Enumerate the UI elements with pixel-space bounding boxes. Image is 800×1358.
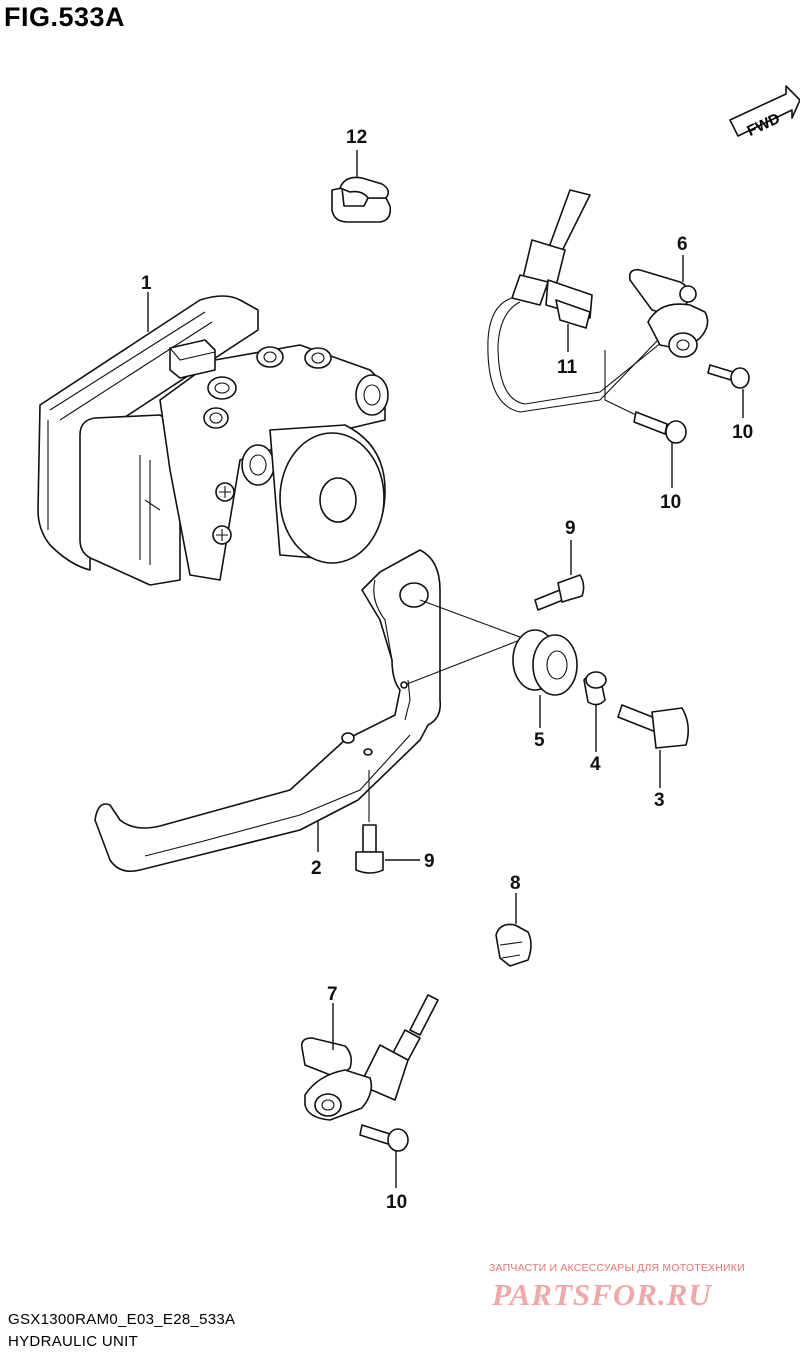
callout-7: 7 — [327, 984, 338, 1005]
callout-10-right: 10 — [732, 422, 753, 443]
callout-4: 4 — [590, 754, 601, 775]
spacer-4 — [583, 671, 607, 706]
callout-2: 2 — [311, 858, 322, 879]
clamp-12 — [331, 176, 392, 223]
bolt-10-lower — [359, 1124, 409, 1152]
bolt-10-upper-left — [633, 411, 687, 444]
bolt-9-upper — [534, 574, 585, 611]
callout-9-lower: 9 — [424, 851, 435, 872]
bolt-9-lower — [355, 824, 384, 874]
bracket-2 — [94, 549, 442, 873]
bolt-10-upper-right — [707, 364, 750, 389]
callout-1: 1 — [141, 273, 152, 294]
callout-8: 8 — [510, 873, 521, 894]
bolt-3 — [617, 704, 690, 749]
callout-6: 6 — [677, 234, 688, 255]
front-sensor-7 — [300, 994, 439, 1121]
figure-title: FIG.533A — [4, 2, 126, 32]
cushion-5 — [512, 629, 578, 696]
fwd-arrow-icon: FWD — [729, 85, 800, 140]
callout-9-upper: 9 — [565, 518, 576, 539]
figure-model-code: GSX1300RAM0_E03_E28_533A — [8, 1311, 236, 1328]
clamp-8 — [495, 923, 532, 967]
watermark-tagline: ЗАПЧАСТИ И АКСЕССУАРЫ ДЛЯ МОТОТЕХНИКИ — [489, 1262, 745, 1274]
callout-10-lower: 10 — [386, 1192, 407, 1213]
watermark-logo: PARTSFOR.RU — [492, 1277, 712, 1312]
callout-3: 3 — [654, 790, 665, 811]
callout-5: 5 — [534, 730, 545, 751]
figure-name: HYDRAULIC UNIT — [8, 1333, 139, 1350]
rear-sensor-6 — [487, 189, 709, 413]
callout-10-mid: 10 — [660, 492, 681, 513]
callout-12: 12 — [346, 127, 367, 148]
callout-11: 11 — [557, 357, 578, 378]
hydraulic-unit-1 — [37, 295, 389, 586]
